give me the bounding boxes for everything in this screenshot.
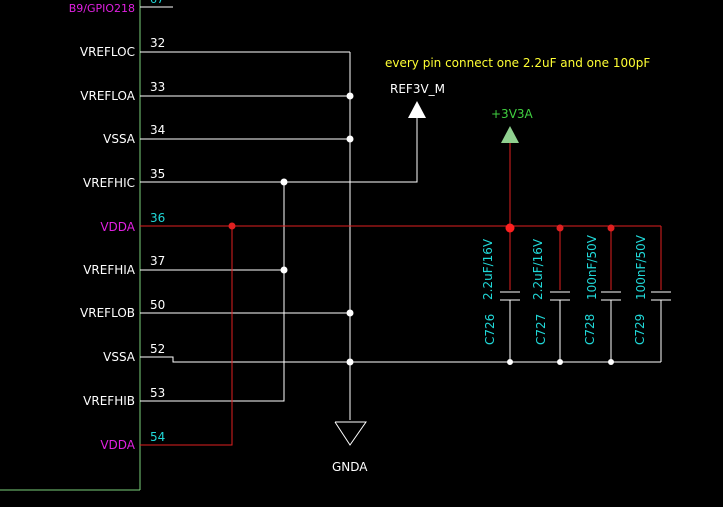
pin-stubs bbox=[140, 51, 350, 402]
cap-ref-c726: C726 bbox=[483, 314, 497, 345]
pin-numbers: 32 33 34 35 36 37 50 52 53 54 bbox=[150, 36, 165, 444]
vrefhi-bus bbox=[284, 118, 418, 183]
pin-label-33: VREFLOA bbox=[80, 89, 136, 103]
pin-number-34: 34 bbox=[150, 123, 165, 137]
pin-label-34: VSSA bbox=[103, 132, 136, 146]
pin-number-36: 36 bbox=[150, 211, 165, 225]
capacitor-c729 bbox=[651, 291, 671, 362]
pin-labels: VREFLOC VREFLOA VSSA VREFHIC VDDA VREFHI… bbox=[80, 45, 136, 452]
junction-dots bbox=[228, 92, 615, 366]
ref-net-label: REF3V_M bbox=[390, 82, 445, 96]
pin-number-top: 67 bbox=[150, 0, 164, 6]
supply-net-label: +3V3A bbox=[491, 107, 534, 121]
cap-ref-c729: C729 bbox=[633, 314, 647, 345]
pin-number-37: 37 bbox=[150, 254, 165, 268]
capacitor-c726 bbox=[500, 291, 520, 362]
cap-ref-c728: C728 bbox=[583, 314, 597, 345]
pin-number-35: 35 bbox=[150, 167, 165, 181]
capacitor-c728 bbox=[601, 291, 621, 362]
ref-arrow-icon bbox=[408, 101, 426, 118]
pin-label-53: VREFHIB bbox=[83, 394, 135, 408]
pin-label-52: VSSA bbox=[103, 350, 136, 364]
pin-label-35: VREFHIC bbox=[83, 176, 135, 190]
pin-number-32: 32 bbox=[150, 36, 165, 50]
pin-label-36: VDDA bbox=[100, 220, 135, 234]
supply-arrow-icon bbox=[501, 126, 519, 143]
cap-value-c728: 100nF/50V bbox=[585, 234, 599, 300]
capacitor-c727 bbox=[550, 291, 570, 362]
cap-value-c729: 100nF/50V bbox=[634, 234, 648, 300]
vdda-net bbox=[140, 143, 662, 446]
pin-label-top: B9/GPIO218 bbox=[69, 2, 135, 15]
pin-number-50: 50 bbox=[150, 298, 165, 312]
cap-ref-c727: C727 bbox=[534, 314, 548, 345]
pin-label-54: VDDA bbox=[100, 438, 135, 452]
pin-number-33: 33 bbox=[150, 80, 165, 94]
pin-label-50: VREFLOB bbox=[80, 306, 135, 320]
pin-label-32: VREFLOC bbox=[80, 45, 135, 59]
cap-value-c726: 2.2uF/16V bbox=[481, 238, 495, 300]
ground-icon bbox=[334, 421, 367, 446]
pin-number-52: 52 bbox=[150, 342, 165, 356]
design-note: every pin connect one 2.2uF and one 100p… bbox=[385, 56, 650, 70]
pin-label-37: VREFHIA bbox=[83, 263, 136, 277]
pin-number-54: 54 bbox=[150, 430, 165, 444]
ground-net-label: GNDA bbox=[332, 460, 368, 474]
capacitor-labels: 2.2uF/16V 2.2uF/16V 100nF/50V 100nF/50V … bbox=[481, 234, 648, 345]
capacitors bbox=[500, 291, 671, 362]
cap-value-c727: 2.2uF/16V bbox=[531, 238, 545, 300]
pin-number-53: 53 bbox=[150, 386, 165, 400]
